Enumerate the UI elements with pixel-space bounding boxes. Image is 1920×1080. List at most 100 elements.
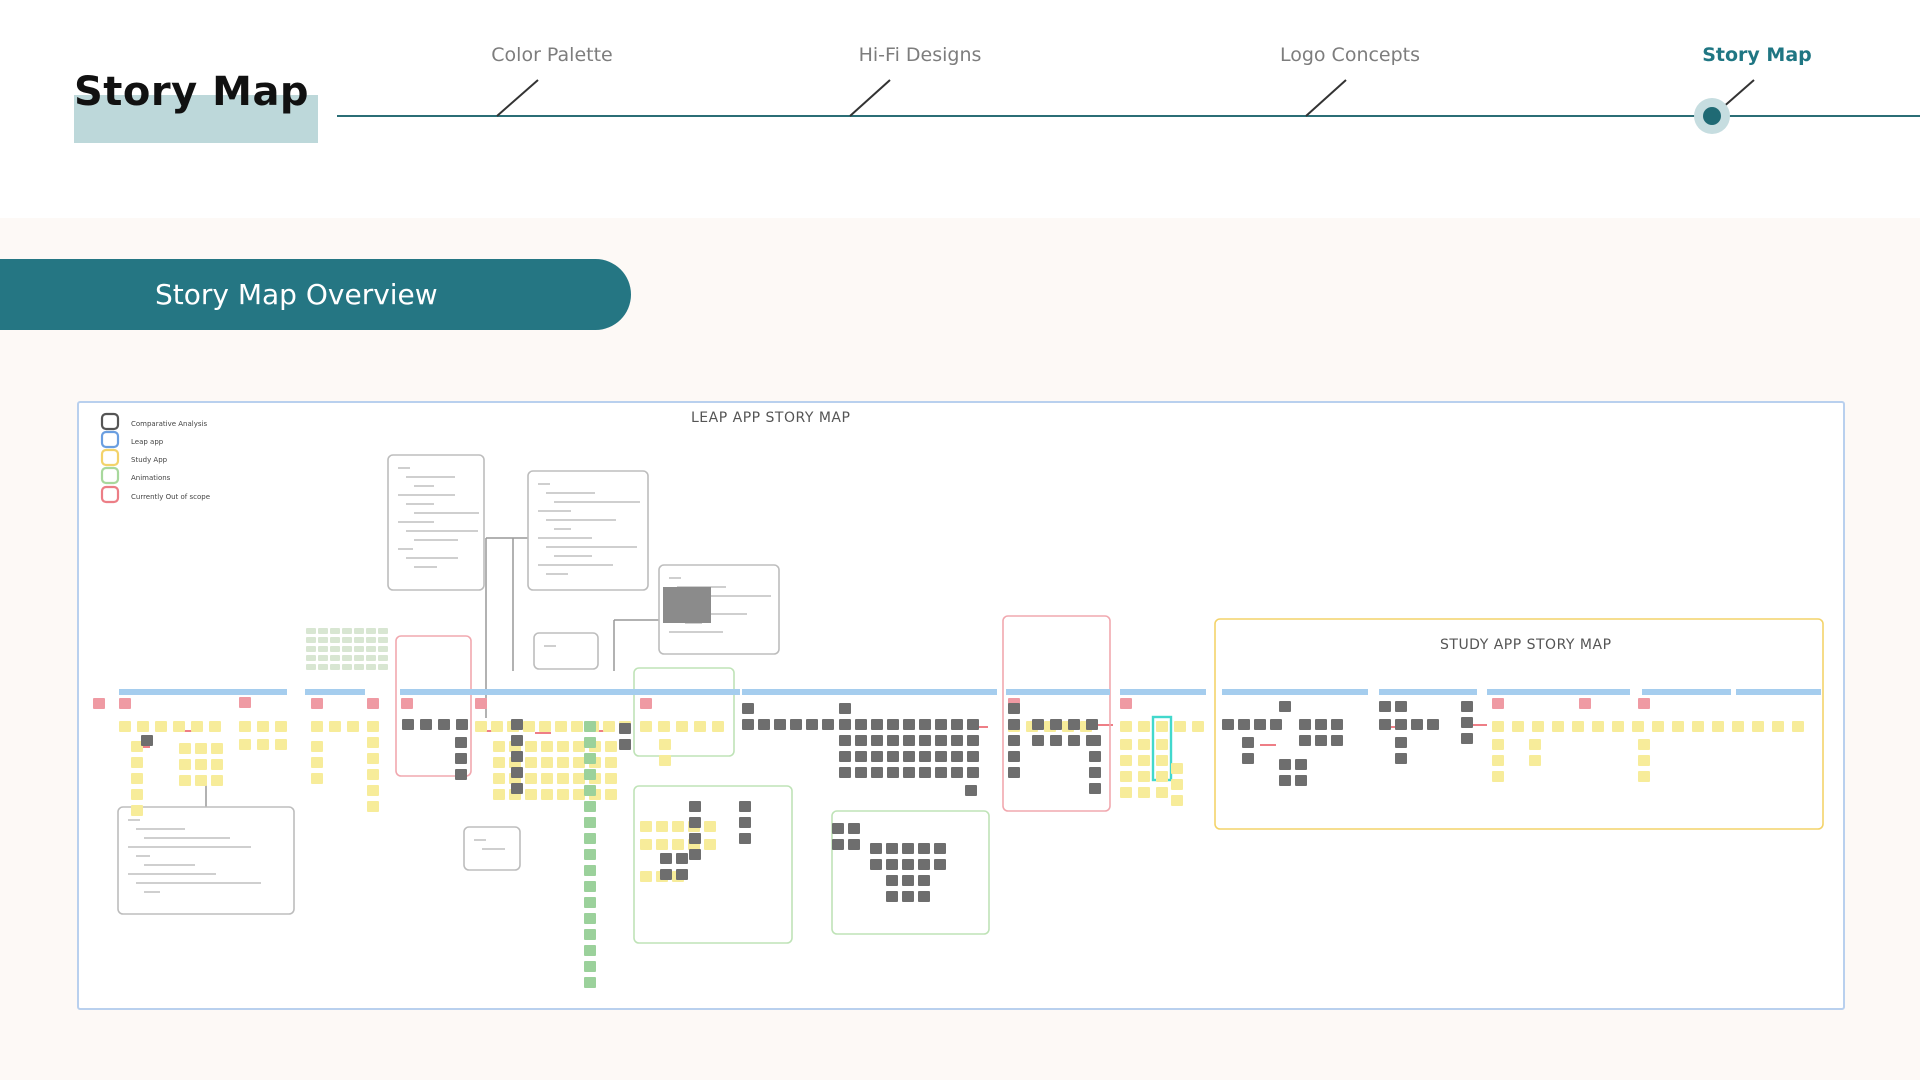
- study-app-sticky: [1592, 721, 1604, 732]
- study-app-frame: [1214, 618, 1824, 830]
- doc-text-line: [685, 595, 771, 597]
- analysis-sticky: [1242, 737, 1254, 748]
- study-app-sticky: [367, 801, 379, 812]
- study-app-sticky: [1174, 721, 1186, 732]
- research-doc-2: [527, 470, 649, 591]
- wireframe-thumb: [318, 628, 328, 634]
- doc-text-line: [677, 613, 747, 615]
- legend-label: Animations: [131, 474, 171, 482]
- study-app-sticky: [1120, 721, 1132, 732]
- study-app-sticky: [1120, 771, 1132, 782]
- activity-header: [1736, 689, 1821, 695]
- study-app-sticky: [704, 839, 716, 850]
- doc-text-line: [398, 467, 410, 469]
- study-app-sticky: [239, 739, 251, 750]
- study-app-sticky: [1156, 771, 1168, 782]
- study-app-sticky: [329, 721, 341, 732]
- story-map-title: LEAP APP STORY MAP: [691, 410, 850, 426]
- timeline-tick-hi-fi-designs: [849, 79, 891, 117]
- doc-text-line: [554, 501, 640, 503]
- out-of-scope-sticky: [1120, 698, 1132, 709]
- study-app-sticky: [712, 721, 724, 732]
- title-block: Story Map: [74, 68, 318, 143]
- animation-sticky: [584, 961, 596, 972]
- analysis-sticky: [951, 719, 963, 730]
- wireframe-thumb: [366, 646, 376, 652]
- timeline-link-story-map[interactable]: Story Map: [1702, 44, 1812, 66]
- analysis-sticky: [839, 719, 851, 730]
- study-app-sticky: [1732, 721, 1744, 732]
- analysis-sticky: [1089, 767, 1101, 778]
- doc-text-line: [669, 631, 723, 633]
- analysis-sticky: [886, 875, 898, 886]
- study-app-sticky: [658, 721, 670, 732]
- out-of-scope-sticky: [475, 698, 487, 709]
- study-app-sticky: [1572, 721, 1584, 732]
- study-app-sticky: [1638, 755, 1650, 766]
- analysis-sticky: [1008, 735, 1020, 746]
- study-app-sticky: [539, 721, 551, 732]
- analysis-sticky: [1050, 719, 1062, 730]
- analysis-sticky: [1254, 719, 1266, 730]
- analysis-sticky: [1295, 759, 1307, 770]
- wireframe-thumb: [306, 664, 316, 670]
- study-app-sticky: [179, 743, 191, 754]
- animation-sticky: [584, 753, 596, 764]
- study-app-sticky: [523, 721, 535, 732]
- analysis-sticky: [951, 735, 963, 746]
- study-app-sticky: [1138, 787, 1150, 798]
- study-app-sticky: [311, 741, 323, 752]
- study-app-sticky: [367, 753, 379, 764]
- study-app-sticky: [672, 839, 684, 850]
- doc-text-line: [398, 494, 455, 496]
- timeline-tick-logo-concepts: [1305, 79, 1347, 117]
- animation-sticky: [584, 817, 596, 828]
- study-app-sticky: [541, 741, 553, 752]
- analysis-sticky: [903, 719, 915, 730]
- analysis-sticky: [1379, 701, 1391, 712]
- animation-sticky: [584, 801, 596, 812]
- study-app-sticky: [131, 741, 143, 752]
- timeline-link-color-palette[interactable]: Color Palette: [491, 44, 613, 66]
- analysis-sticky: [855, 735, 867, 746]
- wireframe-thumb: [306, 655, 316, 661]
- study-app-sticky: [173, 721, 185, 732]
- study-app-sticky: [573, 757, 585, 768]
- wireframe-thumb: [366, 655, 376, 661]
- study-app-sticky: [1529, 755, 1541, 766]
- analysis-sticky: [903, 735, 915, 746]
- story-map-board[interactable]: LEAP APP STORY MAP STUDY APP STORY MAP C…: [77, 401, 1845, 1010]
- analysis-sticky: [774, 719, 786, 730]
- study-app-sticky: [525, 757, 537, 768]
- analysis-sticky: [790, 719, 802, 730]
- wireframe-thumb: [378, 664, 388, 670]
- animation-sticky: [584, 913, 596, 924]
- study-app-sticky: [1492, 771, 1504, 782]
- out-of-scope-sticky: [93, 698, 105, 709]
- study-app-sticky: [640, 821, 652, 832]
- study-app-sticky: [694, 721, 706, 732]
- analysis-sticky: [887, 767, 899, 778]
- activity-header: [119, 689, 287, 695]
- analysis-sticky: [871, 735, 883, 746]
- analysis-sticky: [1379, 719, 1391, 730]
- analysis-sticky: [832, 823, 844, 834]
- doc-text-line: [128, 819, 140, 821]
- out-of-scope-sticky: [1492, 698, 1504, 709]
- doc-text-line: [544, 645, 556, 647]
- wireframe-thumb: [342, 637, 352, 643]
- study-app-sticky: [1552, 721, 1564, 732]
- analysis-sticky: [689, 849, 701, 860]
- study-app-sticky: [640, 721, 652, 732]
- wireframe-thumb: [354, 628, 364, 634]
- timeline-link-logo-concepts[interactable]: Logo Concepts: [1279, 44, 1421, 66]
- activity-header: [1006, 689, 1110, 695]
- study-app-sticky: [275, 721, 287, 732]
- doc-text-line: [144, 891, 160, 893]
- analysis-sticky: [903, 767, 915, 778]
- study-app-sticky: [1156, 787, 1168, 798]
- study-app-sticky: [603, 721, 615, 732]
- timeline-link-hi-fi-designs[interactable]: Hi-Fi Designs: [858, 44, 982, 66]
- legend-swatch: [100, 412, 120, 431]
- analysis-sticky: [967, 735, 979, 746]
